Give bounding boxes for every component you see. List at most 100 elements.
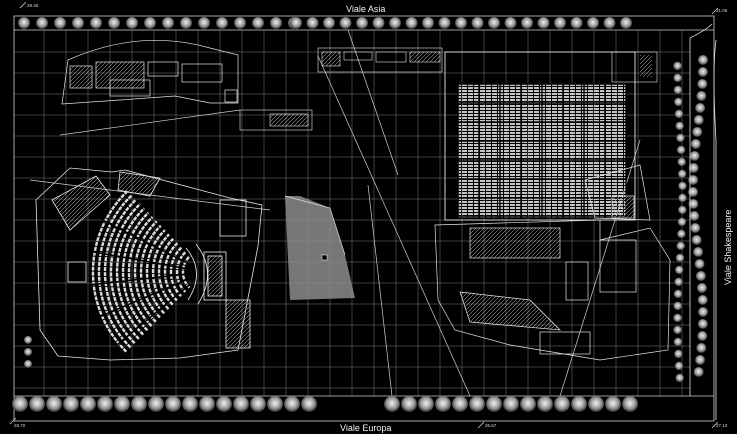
tree-icon xyxy=(435,396,451,412)
tree-icon xyxy=(108,17,120,29)
tree-icon xyxy=(695,355,706,365)
tree-icon xyxy=(182,396,198,412)
tree-icon xyxy=(520,396,536,412)
seat-aisle xyxy=(115,284,191,346)
tree-icon xyxy=(503,396,519,412)
auditorium-stage xyxy=(185,243,227,305)
tree-icon xyxy=(36,17,48,29)
tree-icon xyxy=(695,271,706,281)
tree-icon xyxy=(165,396,181,412)
svg-text:27.13: 27.13 xyxy=(716,423,728,428)
tree-icon xyxy=(588,396,604,412)
svg-text:31.06: 31.06 xyxy=(716,8,728,13)
seat-row xyxy=(127,216,154,327)
seat-row xyxy=(115,207,146,336)
tree-icon xyxy=(250,396,266,412)
tree-icon xyxy=(673,325,682,335)
seat-row xyxy=(145,229,166,315)
tree-icon xyxy=(697,319,708,329)
tree-icon xyxy=(384,396,400,412)
tree-icon xyxy=(521,17,533,29)
tree-icon xyxy=(689,211,700,221)
tree-icon xyxy=(673,85,683,95)
tree-icon xyxy=(673,337,683,347)
tree-icon xyxy=(267,396,283,412)
seat-row xyxy=(181,255,191,289)
tree-icon xyxy=(301,396,317,412)
tree-icon xyxy=(696,343,707,353)
tree-icon xyxy=(401,396,417,412)
tree-icon xyxy=(696,283,707,293)
tree-icon xyxy=(537,17,550,29)
site-boundary xyxy=(13,15,715,422)
tree-icon xyxy=(697,295,708,305)
seat-row xyxy=(163,242,179,302)
tree-icon xyxy=(80,396,96,412)
north-strip-buildings xyxy=(239,47,443,131)
tree-icon xyxy=(571,396,587,412)
tree-icon xyxy=(234,17,246,29)
tree-icon xyxy=(144,17,156,29)
seat-aisle xyxy=(98,279,187,318)
tree-icon xyxy=(24,336,32,344)
tree-icon xyxy=(233,396,249,412)
seat-row xyxy=(151,233,170,310)
tree-icon xyxy=(24,360,32,368)
tree-icon xyxy=(131,396,147,412)
tree-icon xyxy=(675,253,685,263)
tree-icon xyxy=(471,17,484,29)
tree-icon xyxy=(148,396,164,412)
seat-row xyxy=(175,250,187,293)
svg-text:26.67: 26.67 xyxy=(485,423,497,428)
elevation-marker-bottom-left: 28.70 xyxy=(9,417,26,428)
tree-icon xyxy=(677,229,686,239)
seat-row xyxy=(139,224,162,319)
tree-icon xyxy=(216,396,232,412)
tree-icon xyxy=(18,17,30,29)
tree-icon xyxy=(270,17,282,29)
exhibition-hall xyxy=(444,51,658,221)
viale-europa-label: Viale Europa xyxy=(340,423,391,433)
tree-icon xyxy=(673,301,682,311)
tree-icon xyxy=(452,396,468,412)
tree-icon xyxy=(180,17,192,29)
tree-icon xyxy=(678,205,687,215)
tree-icon xyxy=(696,91,707,101)
seat-row xyxy=(133,220,158,323)
northwest-building xyxy=(61,39,239,105)
tree-icon xyxy=(620,17,632,29)
tree-icon xyxy=(554,17,566,29)
tree-icon xyxy=(675,373,684,383)
tree-icon xyxy=(693,367,704,377)
tree-icon xyxy=(24,348,32,356)
viale-shakespeare-street xyxy=(689,23,717,420)
tree-icon xyxy=(46,396,62,412)
tree-icon xyxy=(697,67,708,77)
tree-icon xyxy=(290,17,302,29)
tree-icon xyxy=(677,157,686,167)
southeast-complex xyxy=(434,164,671,361)
structural-grid xyxy=(14,30,690,396)
tree-icon xyxy=(63,396,79,412)
tree-icon xyxy=(688,163,699,173)
tree-icon xyxy=(587,17,599,29)
tree-icon xyxy=(697,55,708,65)
seat-row xyxy=(169,246,183,298)
tree-icon xyxy=(693,115,704,125)
tree-icon xyxy=(689,151,700,161)
tree-icon xyxy=(674,277,683,287)
tree-icon xyxy=(676,133,685,143)
tree-rows xyxy=(12,17,708,412)
seat-row xyxy=(157,237,175,306)
central-plaza xyxy=(284,195,355,300)
tree-icon xyxy=(692,127,703,137)
viale-asia-label: Viale Asia xyxy=(346,4,385,14)
seat-row xyxy=(121,211,150,332)
tree-icon xyxy=(284,396,300,412)
tree-icon xyxy=(323,17,335,29)
tree-icon xyxy=(674,349,683,359)
auditorium-complex xyxy=(35,167,263,361)
tree-icon xyxy=(97,396,113,412)
tree-icon xyxy=(372,17,385,29)
